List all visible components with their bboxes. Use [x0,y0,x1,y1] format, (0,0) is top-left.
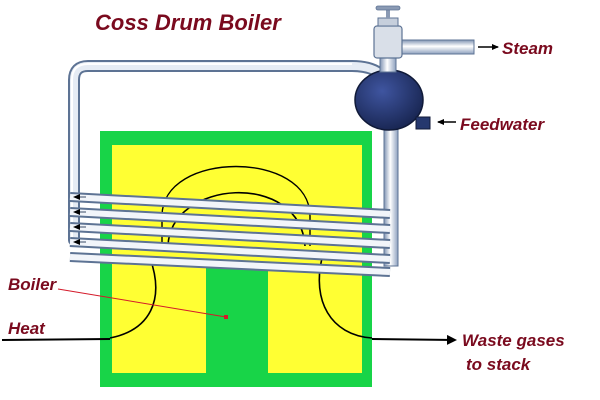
riser-pipe-shine [71,63,352,240]
feedwater-label: Feedwater [460,115,545,134]
waste-gases-arrow [371,334,457,345]
heat-label: Heat [8,319,46,338]
steam-label: Steam [502,39,553,58]
steam-valve-icon [373,5,403,59]
waste-gases-label: Waste gases [462,331,565,350]
tube-bank [69,192,391,277]
boiler-leader-line [57,288,227,318]
steam-outlet-pipe [395,39,475,55]
boiler-leader-dot [224,315,228,319]
feedwater-inlet [415,116,431,130]
steam-drum [354,69,424,131]
boiler-label: Boiler [8,275,58,294]
heat-arrow [1,338,111,341]
diagram-title: Coss Drum Boiler [95,10,282,35]
to-stack-label: to stack [466,355,532,374]
central-baffle [206,265,268,387]
heat-flow-curve [109,257,157,339]
tube-flow-arrows [73,194,86,245]
